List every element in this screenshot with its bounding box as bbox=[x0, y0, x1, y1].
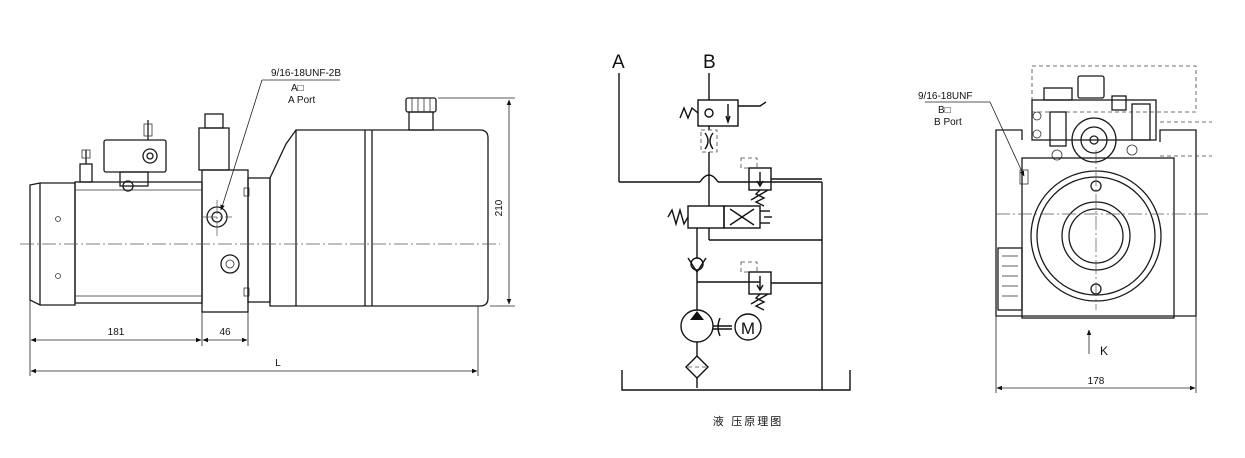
filter-symbol bbox=[685, 355, 709, 379]
port-a-code-label: A□ bbox=[291, 83, 304, 94]
reservoir-symbol bbox=[621, 370, 851, 391]
side-view: 9/16-18UNF-2B A□ A Port 210 181 46 L bbox=[20, 68, 515, 376]
port-a-thread-label: 9/16-18UNF-2B bbox=[271, 68, 341, 79]
valve-block bbox=[198, 113, 271, 313]
port-b-thread-label: 9/16-18UNF bbox=[918, 91, 972, 102]
check-valve bbox=[687, 257, 707, 274]
dimension-width: 178 bbox=[995, 316, 1197, 393]
dim-block-label: 46 bbox=[219, 327, 231, 338]
restrictor bbox=[700, 129, 718, 153]
schematic-caption: 液 压原理图 bbox=[713, 414, 784, 428]
solenoid-valve bbox=[79, 120, 167, 192]
port-a-callout: 9/16-18UNF-2B A□ A Port bbox=[220, 68, 341, 211]
relief-valve-top bbox=[740, 157, 822, 207]
motor-symbol-label: M bbox=[741, 319, 755, 338]
dim-motor-label: 181 bbox=[108, 327, 125, 338]
port-a-name-label: A Port bbox=[288, 95, 315, 106]
port-b-callout: 9/16-18UNF B□ B Port bbox=[918, 91, 1025, 177]
view-k-label: K bbox=[1100, 344, 1108, 358]
directional-valve bbox=[667, 205, 822, 241]
view-arrow-k: K bbox=[1086, 329, 1108, 358]
schematic-label-a: A bbox=[612, 52, 625, 73]
hydraulic-schematic: A B bbox=[612, 52, 851, 391]
front-view: 9/16-18UNF B□ B Port K 178 bbox=[918, 65, 1212, 393]
relief-valve-bottom bbox=[740, 261, 822, 311]
pump-symbol bbox=[680, 309, 732, 343]
front-motor-body bbox=[995, 129, 1197, 319]
dim-width-label: 178 bbox=[1088, 376, 1105, 387]
oil-tank bbox=[269, 97, 489, 307]
front-valve-assembly bbox=[1031, 75, 1157, 163]
motor-symbol: M bbox=[734, 313, 762, 341]
port-b-code-label: B□ bbox=[938, 105, 951, 116]
pilot-check-valve bbox=[679, 99, 767, 127]
schematic-label-b: B bbox=[703, 52, 716, 73]
dimension-height: 210 bbox=[438, 97, 515, 307]
dim-height-label: 210 bbox=[494, 199, 505, 216]
dim-total-label: L bbox=[275, 358, 281, 369]
dimension-lengths: 181 46 L bbox=[29, 300, 479, 376]
motor-body bbox=[29, 181, 203, 306]
port-b-name-label: B Port bbox=[934, 117, 962, 128]
